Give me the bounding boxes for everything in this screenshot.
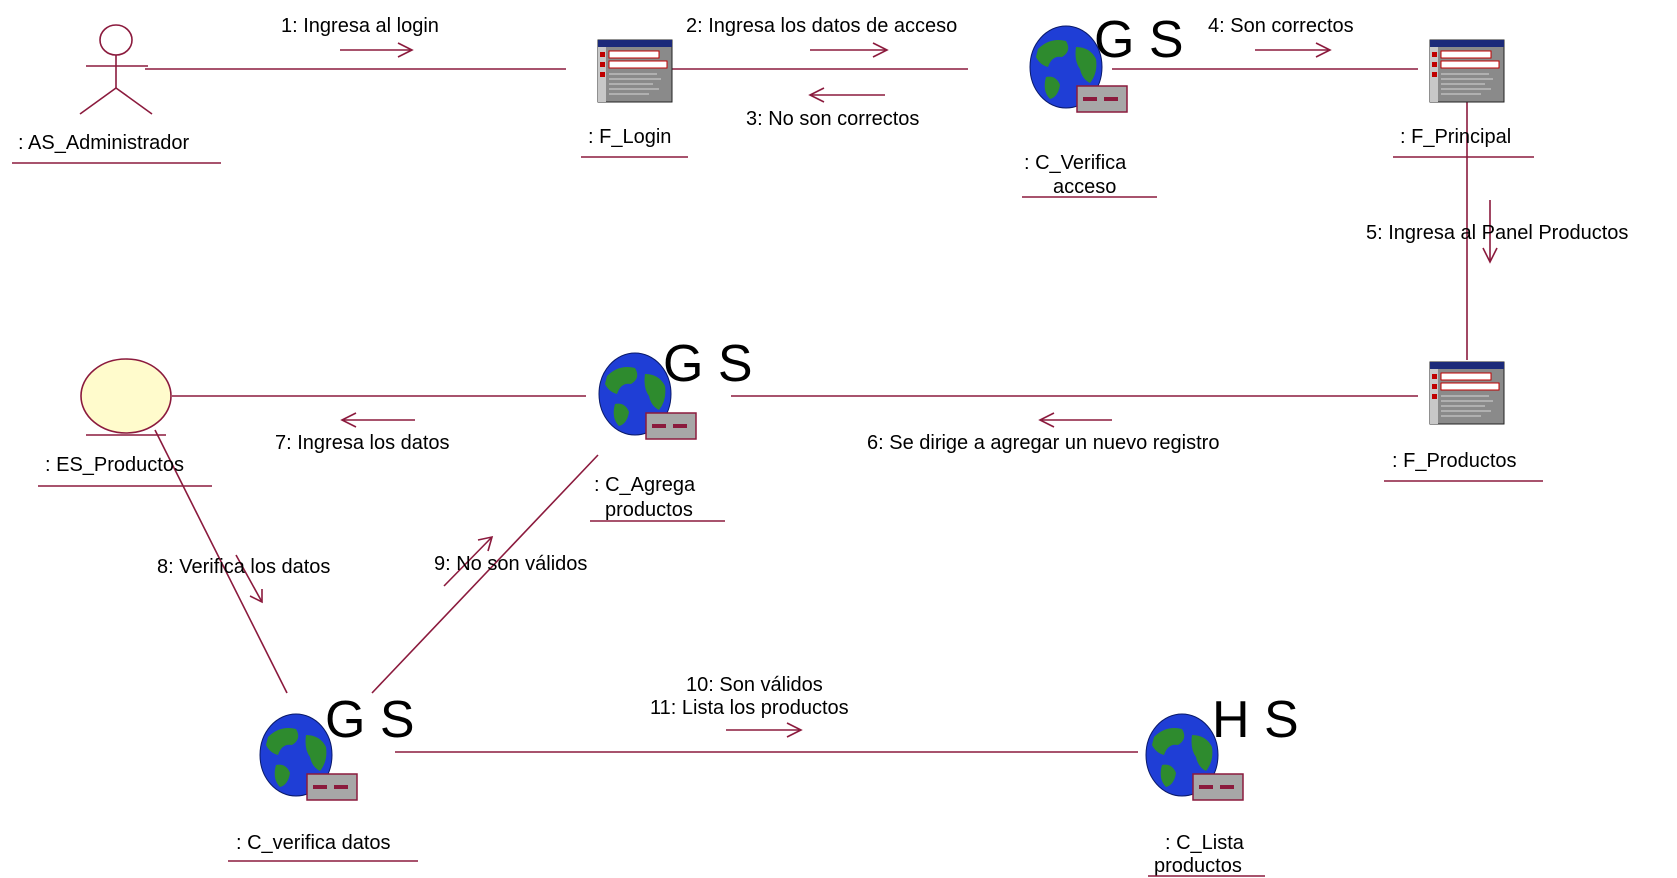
link-entity-verifica-datos — [154, 429, 288, 694]
control-verifica-acceso-stereotype: G S — [1094, 11, 1184, 69]
arrow-m8 — [235, 554, 263, 604]
arrow-m2 — [810, 42, 889, 58]
control-lista-productos: H S : C_Lista productos — [1145, 691, 1299, 877]
entity-productos: : ES_Productos — [38, 358, 212, 487]
arrow-m10-11 — [726, 722, 803, 738]
form-productos-label: : F_Productos — [1392, 450, 1517, 472]
form-login-label: : F_Login — [588, 126, 671, 148]
entity-productos-label: : ES_Productos — [45, 454, 184, 476]
control-verifica-datos-stereotype: G S — [325, 691, 415, 749]
control-verifica-acceso-label-2: acceso — [1053, 176, 1116, 198]
arrow-m4 — [1255, 42, 1332, 58]
form-productos: : F_Productos — [1384, 361, 1543, 482]
link-verifica-datos-agrega — [371, 454, 599, 694]
message-8-label: 8: Verifica los datos — [157, 556, 330, 578]
message-5-label: 5: Ingresa al Panel Productos — [1366, 222, 1628, 244]
message-3-label: 3: No son correctos — [746, 108, 919, 130]
control-lista-productos-label-2: productos — [1154, 855, 1242, 877]
message-10-label: 10: Son válidos — [686, 674, 823, 696]
message-6-label: 6: Se dirige a agregar un nuevo registro — [867, 432, 1219, 454]
message-7-label: 7: Ingresa los datos — [275, 432, 450, 454]
arrow-m9 — [443, 535, 494, 587]
arrow-m7 — [340, 412, 415, 428]
message-1-label: 1: Ingresa al login — [281, 15, 439, 37]
entity-circle-icon — [80, 358, 172, 434]
message-9-label: 9: No son válidos — [434, 553, 587, 575]
control-agrega-productos-label-1: : C_Agrega — [594, 474, 696, 496]
control-agrega-productos-stereotype: G S — [663, 335, 753, 393]
control-verifica-datos: G S : C_verifica datos — [228, 691, 418, 862]
message-11-label: 11: Lista los productos — [650, 697, 849, 719]
form-window-icon — [597, 39, 673, 103]
control-lista-productos-stereotype: H S — [1212, 691, 1299, 749]
control-verifica-acceso: G S : C_Verifica acceso — [1022, 11, 1184, 198]
control-verifica-acceso-label-1: : C_Verifica — [1024, 152, 1127, 174]
actor-label: : AS_Administrador — [18, 132, 190, 154]
control-lista-productos-label-1: : C_Lista — [1165, 832, 1245, 854]
actor-administrador: : AS_Administrador — [12, 24, 221, 164]
form-principal-label: : F_Principal — [1400, 126, 1511, 148]
form-window-icon — [1429, 361, 1505, 425]
control-agrega-productos-label-2: productos — [605, 499, 693, 521]
form-window-icon — [1429, 39, 1505, 103]
arrow-m5 — [1482, 200, 1498, 264]
message-4-label: 4: Son correctos — [1208, 15, 1354, 37]
control-agrega-productos: G S : C_Agrega productos — [590, 335, 753, 522]
arrow-m3 — [808, 87, 885, 103]
arrow-m1 — [340, 42, 414, 58]
actor-stick-figure-icon — [79, 24, 153, 115]
control-verifica-datos-label: : C_verifica datos — [236, 832, 391, 854]
form-login: : F_Login — [581, 39, 688, 158]
message-2-label: 2: Ingresa los datos de acceso — [686, 15, 957, 37]
arrow-m6 — [1038, 412, 1112, 428]
form-principal: : F_Principal — [1393, 39, 1534, 158]
